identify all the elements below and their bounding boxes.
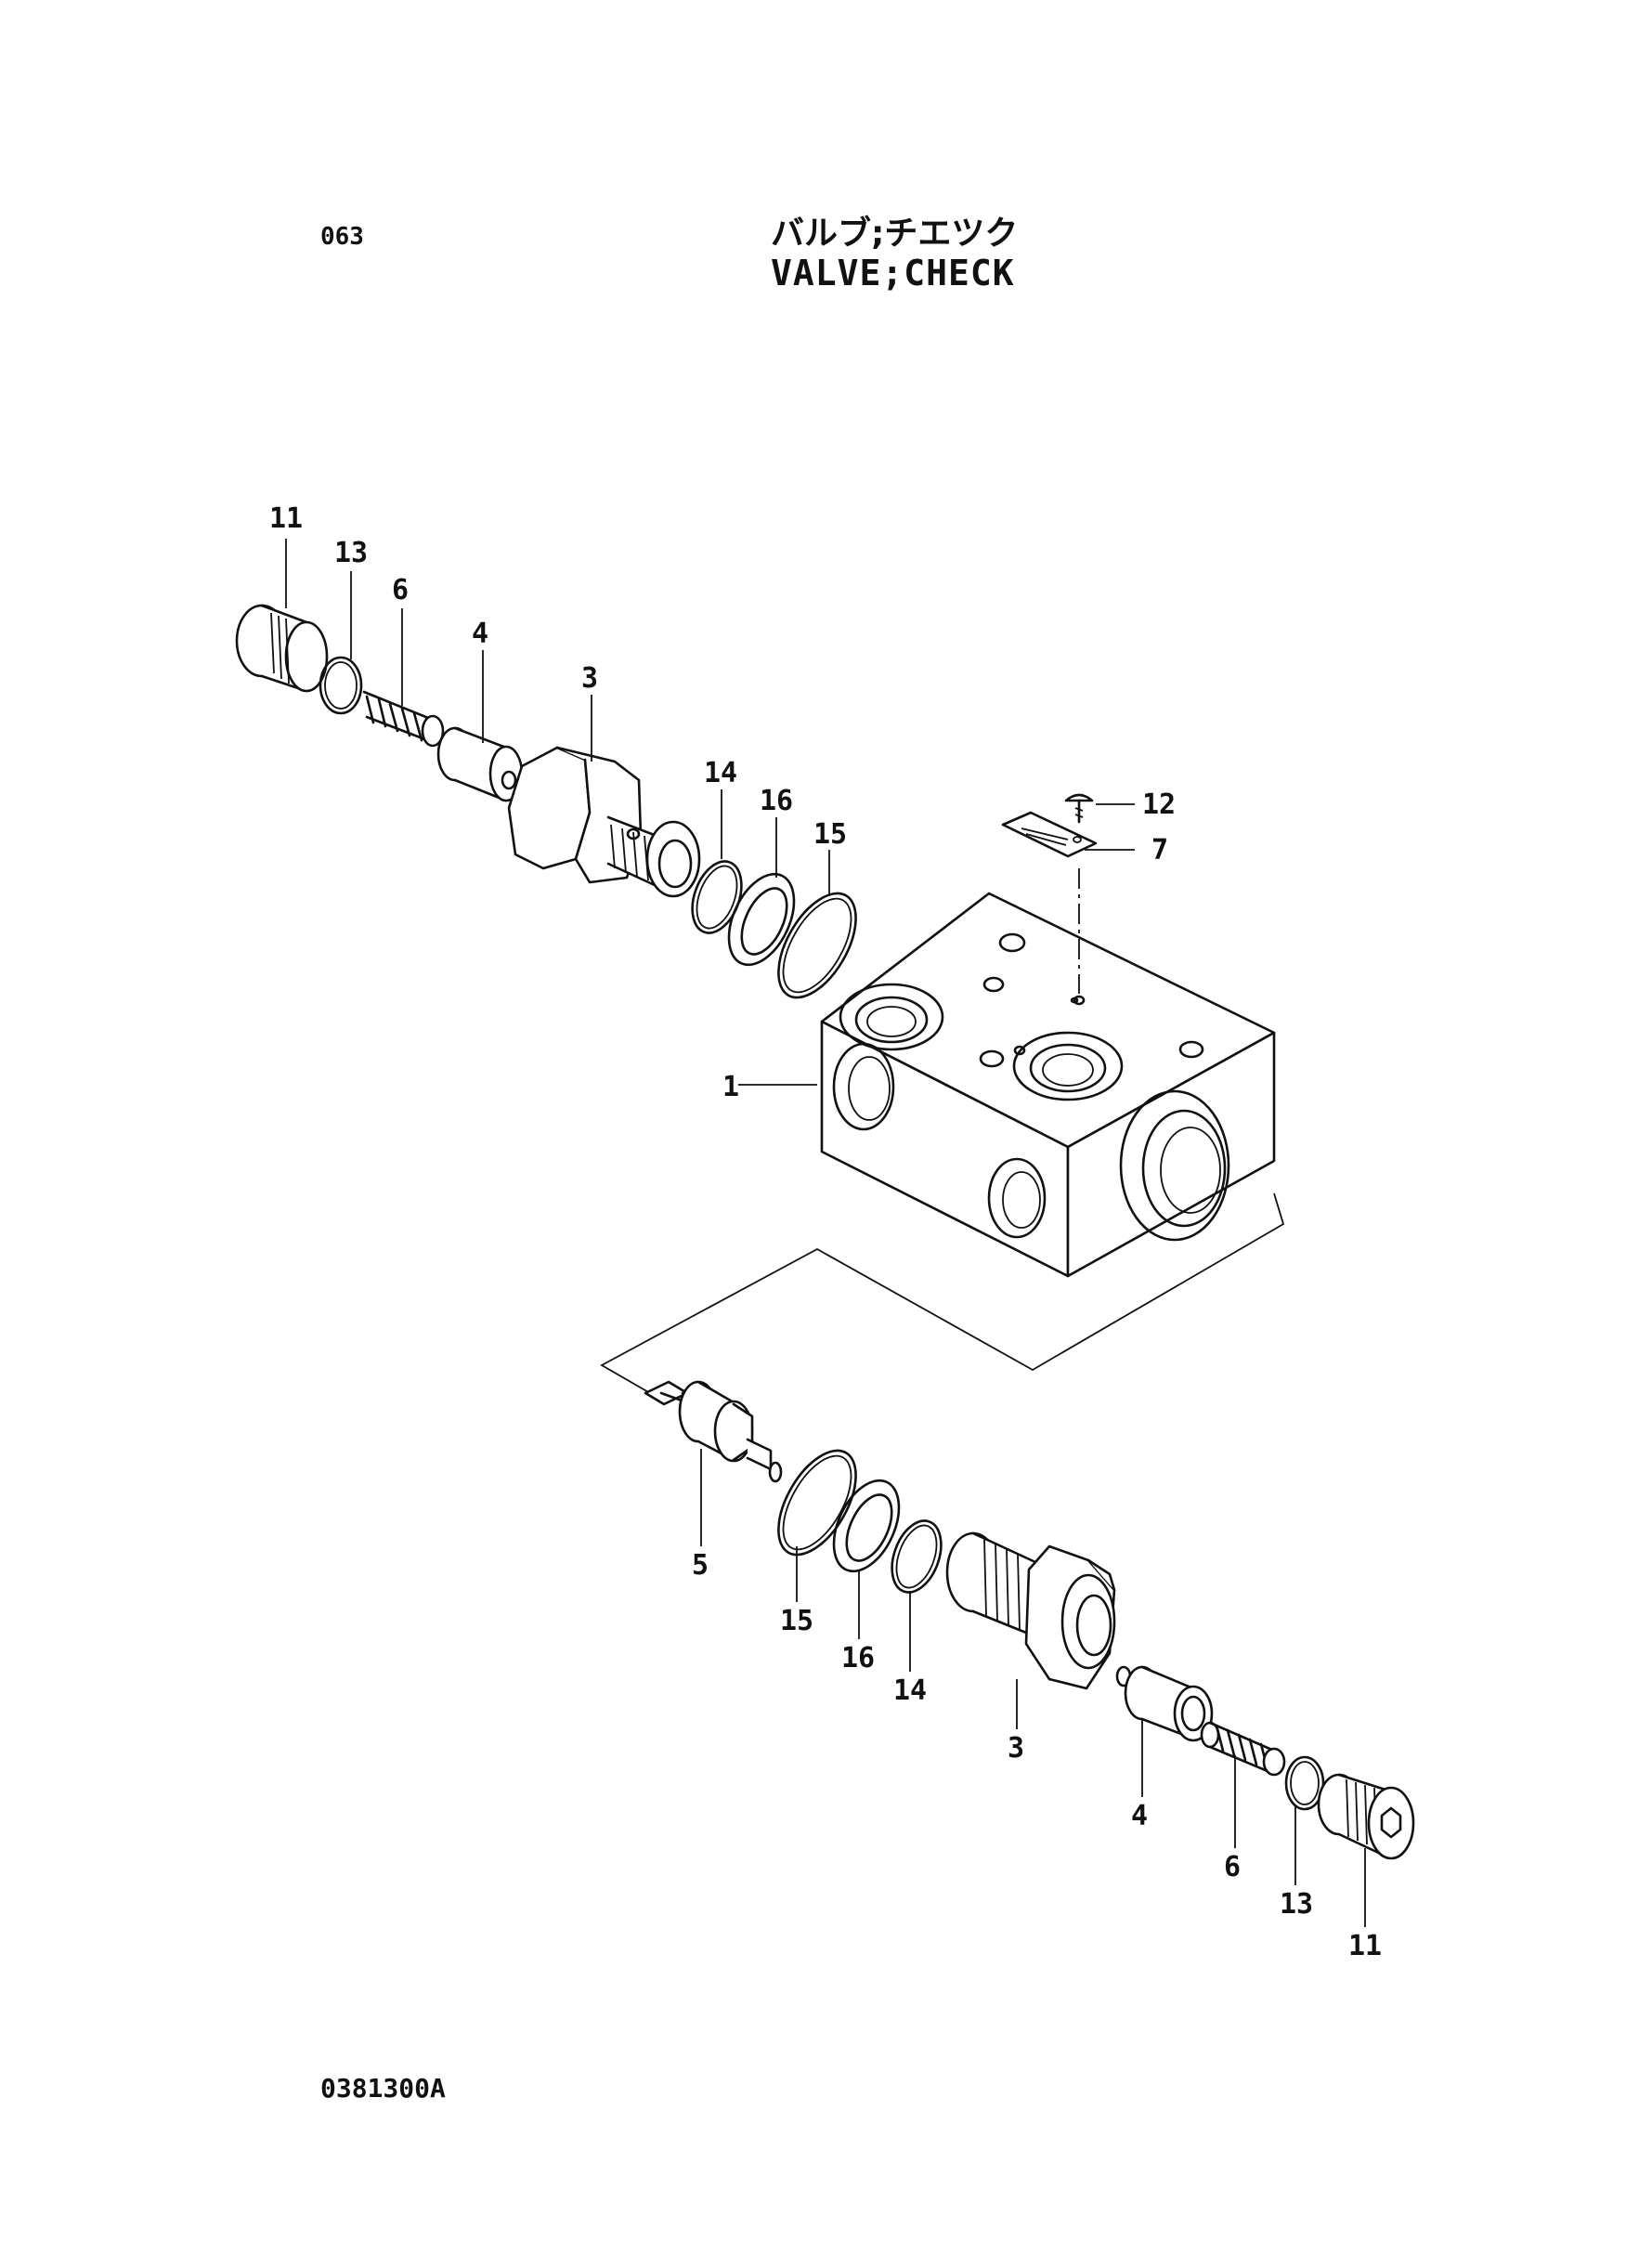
poppet-icon [436,726,524,802]
callout-upper-11: 11 [269,502,303,535]
name-plate-icon [1001,811,1098,858]
title-english: VALVE;CHECK [771,253,1015,293]
hex-seat-icon [507,746,701,898]
o-ring-icon [891,1519,943,1594]
callout-upper-13: 13 [334,537,368,569]
callout-upper-15: 15 [813,818,847,851]
callout-lower-14: 14 [893,1674,927,1707]
rivet-icon [1064,793,1094,824]
check-spool-icon [644,1380,783,1483]
plug-icon [1317,1773,1415,1860]
callout-upper-1: 1 [722,1071,739,1103]
callout-upper-12: 12 [1142,788,1176,821]
callout-upper-14: 14 [704,757,737,789]
callout-lower-6: 6 [1224,1851,1241,1883]
spring-icon [1200,1721,1286,1777]
callout-lower-13: 13 [1280,1888,1313,1921]
o-ring-icon [1284,1755,1325,1811]
callout-lower-16: 16 [841,1642,875,1674]
callout-lower-4: 4 [1131,1800,1148,1832]
backup-ring-icon [832,1479,901,1573]
callout-lower-3: 3 [1008,1732,1024,1765]
callout-lower-5: 5 [692,1549,709,1582]
callout-lower-15: 15 [780,1605,813,1637]
backup-ring-icon [727,872,796,967]
poppet-icon [1115,1665,1214,1742]
callout-upper-7: 7 [1151,834,1168,866]
plug-icon [235,604,329,693]
callout-upper-6: 6 [392,574,409,606]
spring-icon [362,690,445,748]
o-ring-icon [777,1449,857,1557]
o-ring-icon [777,892,857,999]
callout-upper-4: 4 [472,618,488,650]
drawing-number: 0381300A [320,2073,446,2104]
o-ring-icon [319,656,363,715]
valve-block-icon [820,892,1276,1278]
page-number: 063 [320,223,364,251]
callout-upper-16: 16 [760,785,793,817]
callout-upper-3: 3 [581,662,598,695]
hex-seat-icon [945,1531,1116,1690]
callout-lower-11: 11 [1348,1930,1382,1962]
title-japanese: バルブ;チエツク [771,215,1019,253]
